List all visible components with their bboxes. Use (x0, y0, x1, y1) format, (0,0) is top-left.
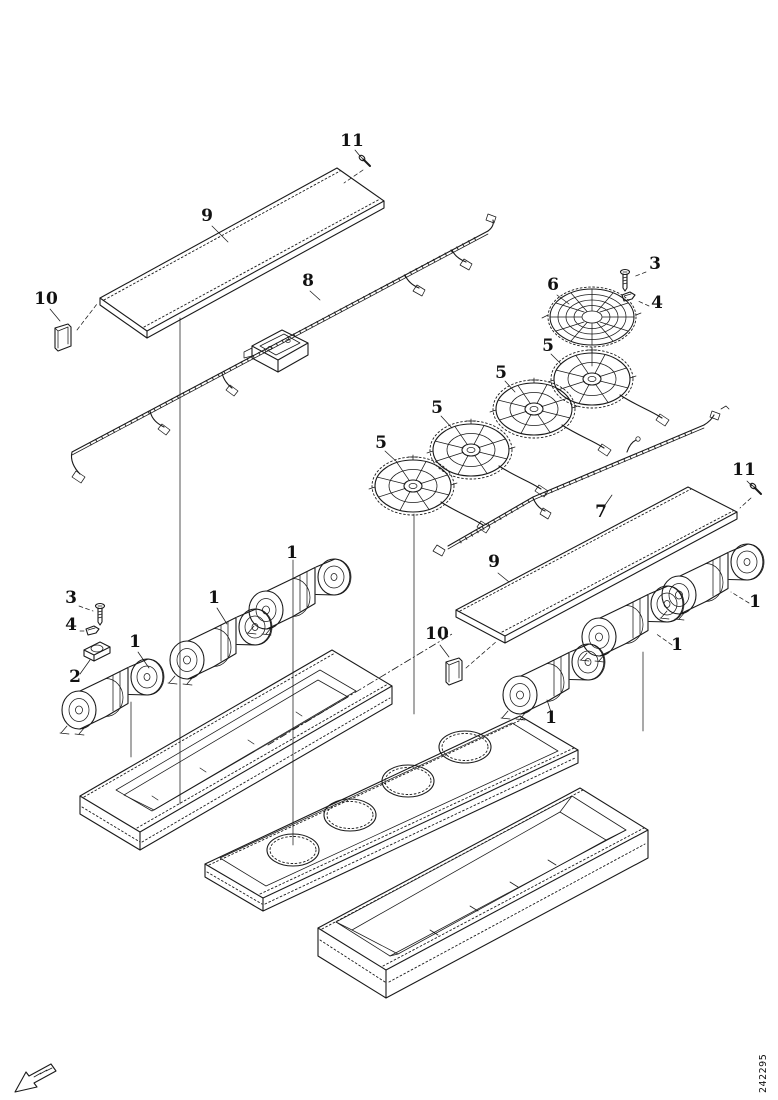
callout-label-3: 3 (65, 588, 77, 608)
callout-label-9: 9 (488, 552, 500, 572)
ignition-wiring-7 (432, 405, 730, 557)
callout-label-6: 6 (547, 275, 559, 295)
callout-label-1: 1 (749, 592, 761, 612)
drip-tray (317, 787, 649, 999)
harness-junction-box (243, 329, 309, 373)
burner-hole (266, 833, 320, 867)
callout-leader-lines (49, 225, 753, 713)
mounting-screw-11-right (739, 481, 762, 509)
fixing-bracket-10-right (445, 640, 498, 686)
callout-label-5: 5 (495, 363, 507, 383)
callout-label-5: 5 (542, 336, 554, 356)
callout-label-11: 11 (340, 131, 364, 151)
screw-3-right (619, 268, 647, 292)
main-wiring-harness (70, 213, 497, 484)
fixing-bracket-10-left (54, 303, 98, 352)
cable-clamp-2 (79, 641, 111, 675)
fan-wheel-2 (426, 418, 549, 498)
clip-4-right (621, 291, 650, 307)
callout-label-2: 2 (69, 667, 81, 687)
blower-motor-5 (579, 585, 685, 663)
burner-grille-6 (541, 286, 642, 367)
burner-hole (323, 798, 377, 832)
screw-3-left (78, 602, 106, 626)
callout-label-8: 8 (302, 271, 314, 291)
callout-label-3: 3 (649, 254, 661, 274)
blower-motor-2 (167, 608, 273, 686)
callout-label-11: 11 (732, 460, 756, 480)
callout-label-1: 1 (545, 708, 557, 728)
callout-label-4: 4 (65, 615, 77, 635)
callout-label-10: 10 (34, 289, 58, 309)
callout-label-1: 1 (208, 588, 220, 608)
maintop-frame-tray (79, 649, 393, 851)
fan-wheel-4 (547, 347, 670, 427)
drawing-number: 242295 (758, 1054, 769, 1093)
callout-label-7: 7 (595, 502, 607, 522)
clip-4-left (79, 625, 100, 636)
callout-label-5: 5 (431, 398, 443, 418)
burner-box-tray (204, 715, 579, 912)
bottom-cover-panel (455, 486, 738, 644)
burner-hole (438, 730, 492, 764)
callout-label-9: 9 (201, 206, 213, 226)
callout-label-10: 10 (425, 624, 449, 644)
callout-label-1: 1 (671, 635, 683, 655)
callout-label-1: 1 (129, 632, 141, 652)
callout-label-5: 5 (375, 433, 387, 453)
callout-label-4: 4 (651, 293, 663, 313)
mounting-screw-11-top (343, 149, 371, 184)
callout-label-1: 1 (286, 543, 298, 563)
blower-motor-3 (246, 558, 352, 636)
top-cover-panel (99, 167, 385, 339)
alignment-lines (130, 317, 644, 846)
orientation-arrow-icon (14, 1063, 57, 1093)
burner-hole (381, 764, 435, 798)
